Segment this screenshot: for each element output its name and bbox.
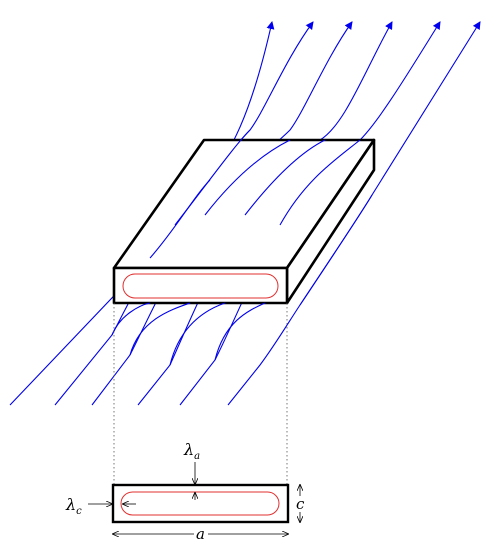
lambda-a-label: λa: [183, 440, 200, 462]
interior-line-3: [204, 139, 291, 216]
current-loop-cross-section: [120, 491, 280, 516]
dim-a-label: a: [196, 525, 205, 543]
cross-section: [111, 483, 290, 524]
current-loop-front: [122, 273, 279, 299]
dimension-a: a: [113, 525, 288, 543]
projection-guides: [113, 303, 288, 485]
lambda-c-marker: λc: [65, 495, 136, 517]
exit-line-4: [214, 302, 266, 361]
superconducting-slab: [112, 138, 376, 305]
dim-c-label: c: [296, 495, 305, 513]
interior-line-2: [174, 129, 251, 226]
lambda-c-label: λc: [65, 495, 82, 517]
interior-line-4: [244, 139, 326, 216]
cross-section-outline: [111, 483, 290, 524]
field-lines-through-slab: [111, 129, 373, 366]
exit-line-1: [111, 302, 151, 336]
exit-line-3: [169, 302, 226, 366]
lambda-a-marker: λa: [183, 440, 200, 500]
exit-line-2: [129, 302, 191, 356]
interior-line-6: [299, 194, 373, 306]
dimension-c: c: [296, 485, 305, 522]
interior-line-5: [279, 139, 361, 226]
